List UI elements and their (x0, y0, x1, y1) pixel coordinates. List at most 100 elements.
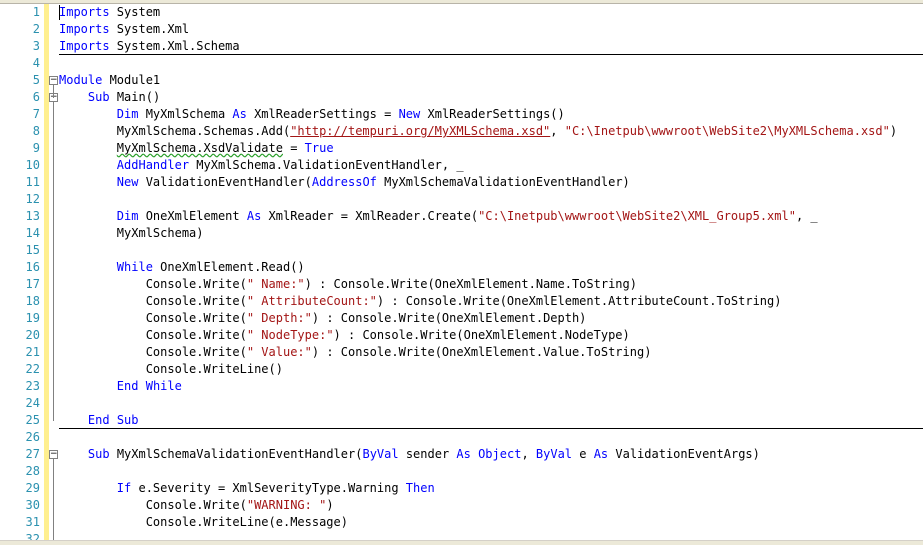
code-token: Console.Write( (59, 294, 247, 308)
code-line-text: MyXmlSchema.XsdValidate = True (59, 140, 334, 157)
code-line[interactable] (49, 191, 923, 208)
code-line[interactable]: Imports System (49, 4, 923, 21)
line-number: 12 (25, 192, 40, 206)
code-token: MyXmlSchema.XsdValidate (116, 141, 283, 155)
text-caret (59, 5, 60, 20)
code-line[interactable] (49, 429, 923, 446)
code-line[interactable] (49, 242, 923, 259)
code-line-text: Imports System.Xml (59, 21, 189, 38)
code-token: ) : Console.Write(OneXmlElement.Depth) (311, 311, 587, 325)
code-token: MyXmlSchema.Schemas.Add( (59, 124, 291, 138)
code-line[interactable]: Imports System.Xml.Schema (49, 38, 923, 55)
collapse-region-icon[interactable]: − (49, 449, 58, 459)
code-line-text: MyXmlSchema) (59, 225, 204, 242)
procedure-separator (59, 428, 923, 429)
procedure-separator (59, 54, 923, 55)
code-line[interactable]: − Sub Main() (49, 89, 923, 106)
code-token: MyXmlSchema) (59, 226, 204, 240)
line-number: 16 (25, 260, 40, 274)
horizontal-scrollbar[interactable] (0, 540, 923, 545)
code-line[interactable]: Console.Write("WARNING: ") (49, 497, 923, 514)
outline-connector (53, 459, 54, 545)
code-token: ValidationEventArgs) (608, 447, 760, 461)
code-line[interactable]: Imports System.Xml (49, 21, 923, 38)
code-line[interactable]: Console.Write(" Value:") : Console.Write… (49, 344, 923, 361)
code-token: System.Xml (109, 22, 190, 36)
line-number: 15 (25, 243, 40, 257)
code-line-text: End While (59, 378, 182, 395)
line-number: 26 (25, 430, 40, 444)
code-token: System.Xml.Schema (109, 39, 240, 53)
code-line[interactable]: AddHandler MyXmlSchema.ValidationEventHa… (49, 157, 923, 174)
keyword-token: ByVal (535, 447, 573, 461)
code-line[interactable]: End While (49, 378, 923, 395)
line-number: 10 (25, 158, 40, 172)
code-token: MyXmlSchema.ValidationEventHandler, _ (189, 158, 464, 172)
code-token: Console.WriteLine(e.Message) (59, 515, 348, 529)
code-line-text: Console.Write(" NodeType:") : Console.Wr… (59, 327, 630, 344)
code-line[interactable] (49, 463, 923, 480)
code-line-text: Console.Write(" Depth:") : Console.Write… (59, 310, 587, 327)
keyword-token: As (593, 447, 609, 461)
code-line[interactable]: − Sub MyXmlSchemaValidationEventHandler(… (49, 446, 923, 463)
code-line[interactable]: If e.Severity = XmlSeverityType.Warning … (49, 480, 923, 497)
string-token: " Name:" (246, 277, 305, 291)
code-line-text: AddHandler MyXmlSchema.ValidationEventHa… (59, 157, 464, 174)
line-number: 8 (32, 124, 40, 138)
code-token: ) : Console.Write(OneXmlElement.Attribut… (376, 294, 782, 308)
code-line[interactable]: End Sub (49, 412, 923, 429)
code-line[interactable] (49, 55, 923, 72)
code-line[interactable]: Dim OneXmlElement As XmlReader = XmlRead… (49, 208, 923, 225)
code-line[interactable]: While OneXmlElement.Read() (49, 259, 923, 276)
code-token (471, 447, 478, 461)
code-token: ) (326, 498, 334, 512)
collapse-region-icon[interactable]: − (49, 75, 58, 85)
code-line[interactable]: −Module Module1 (49, 72, 923, 89)
code-token (59, 447, 88, 461)
keyword-token: As (232, 107, 247, 121)
code-line[interactable]: Dim MyXmlSchema As XmlReaderSettings = N… (49, 106, 923, 123)
string-token[interactable]: "http://tempuri.org/MyXMLSchema.xsd" (290, 124, 551, 138)
line-number: 23 (25, 379, 40, 393)
code-line[interactable]: MyXmlSchema) (49, 225, 923, 242)
code-token: , (550, 124, 565, 138)
code-line-text: While OneXmlElement.Read() (59, 259, 305, 276)
code-token: System (109, 5, 161, 19)
line-number: 13 (25, 209, 40, 223)
line-number: 3 (32, 39, 40, 53)
line-number: 1 (32, 5, 40, 19)
code-line[interactable]: Console.Write(" AttributeCount:") : Cons… (49, 293, 923, 310)
code-line[interactable]: New ValidationEventHandler(AddressOf MyX… (49, 174, 923, 191)
code-token (59, 209, 117, 223)
line-number: 29 (25, 481, 40, 495)
keyword-token: Then (405, 481, 435, 495)
code-line[interactable]: Console.Write(" Name:") : Console.Write(… (49, 276, 923, 293)
code-line[interactable]: Console.Write(" Depth:") : Console.Write… (49, 310, 923, 327)
code-line[interactable]: MyXmlSchema.Schemas.Add("http://tempuri.… (49, 123, 923, 140)
keyword-token: True (304, 141, 334, 155)
code-token: Main() (109, 90, 161, 104)
code-token: OneXmlElement (138, 209, 247, 223)
code-line-text: Console.Write(" Value:") : Console.Write… (59, 344, 652, 361)
code-line[interactable]: MyXmlSchema.XsdValidate = True (49, 140, 923, 157)
code-token (59, 175, 117, 189)
code-line[interactable]: Console.WriteLine() (49, 361, 923, 378)
line-number: 9 (32, 141, 40, 155)
keyword-token: While (116, 260, 153, 274)
keyword-token: AddressOf (311, 175, 377, 189)
code-token (59, 141, 117, 155)
code-token: Console.Write( (59, 328, 247, 342)
code-token: Module1 (102, 73, 161, 87)
code-line[interactable] (49, 395, 923, 412)
code-line-text: Sub Main() (59, 89, 160, 106)
line-number: 22 (25, 362, 40, 376)
code-line[interactable]: Console.Write(" NodeType:") : Console.Wr… (49, 327, 923, 344)
keyword-token: Imports (59, 39, 110, 53)
code-line-text: If e.Severity = XmlSeverityType.Warning … (59, 480, 435, 497)
code-token: XmlReader = XmlReader.Create( (261, 209, 479, 223)
code-line-text: New ValidationEventHandler(AddressOf MyX… (59, 174, 630, 191)
code-token: e.Severity = XmlSeverityType.Warning (131, 481, 406, 495)
code-line[interactable]: Console.WriteLine(e.Message) (49, 514, 923, 531)
